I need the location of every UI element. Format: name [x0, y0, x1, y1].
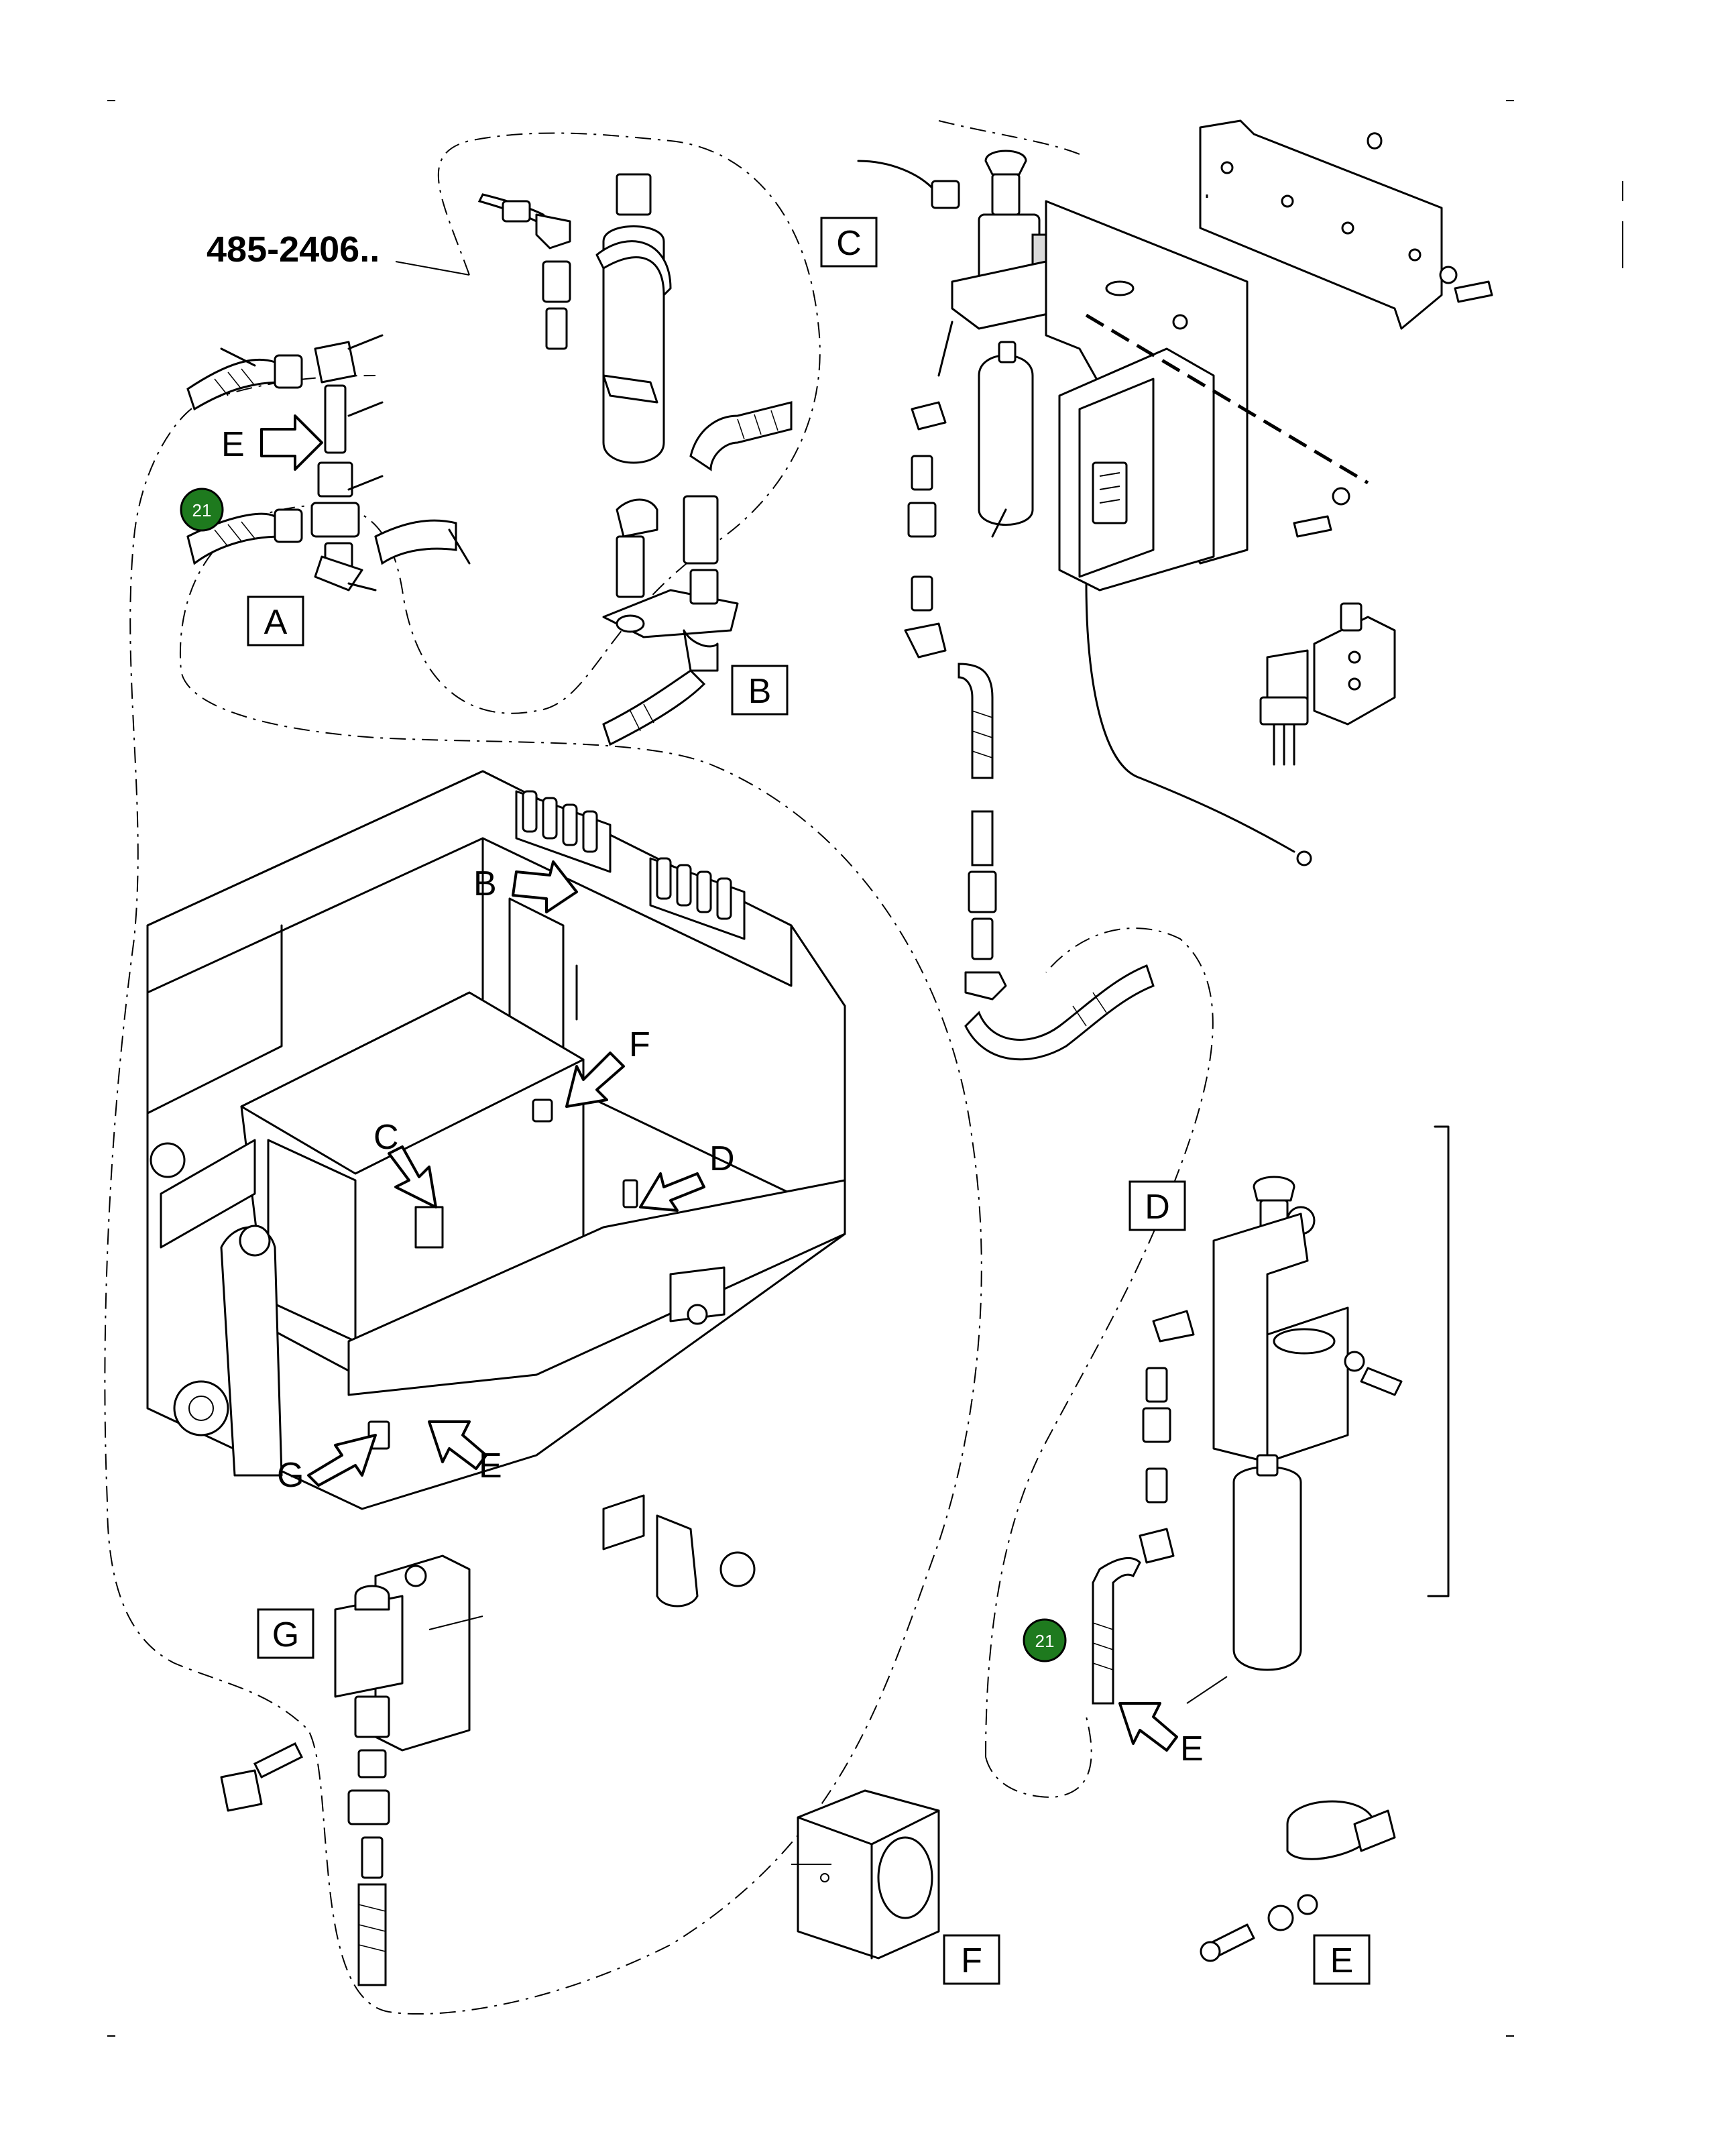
label-box-b: B [731, 665, 789, 716]
callout-badge-21-d: 21 [1023, 1618, 1067, 1662]
label-box-d: D [1129, 1180, 1186, 1231]
arrow-label-g: G [277, 1456, 304, 1495]
arrow-label-f: F [629, 1025, 650, 1064]
arrow-label-e2: E [479, 1447, 502, 1485]
detail-e-clamp [1200, 1800, 1396, 1962]
arrow-e-detail-a [260, 414, 323, 471]
label-b: B [748, 672, 772, 711]
label-c: C [836, 224, 862, 263]
clamp-parts [602, 1494, 756, 1607]
arrow-label-b: B [473, 864, 497, 903]
arrow-b-machine [512, 860, 578, 913]
arrow-c-machine [388, 1145, 437, 1208]
label-f: F [961, 1941, 982, 1980]
callout-badge-21-a: 21 [180, 488, 224, 532]
detail-d-accumulator-bracket [1092, 1125, 1450, 1705]
hatched-hose [1092, 1622, 1114, 1671]
label-box-e: E [1313, 1934, 1371, 1985]
label-a: A [264, 603, 288, 642]
hatched-hose [358, 1904, 386, 1952]
arrow-f-machine [565, 1052, 625, 1108]
valve-cartridges [522, 790, 732, 920]
registration-marks [107, 100, 1623, 2037]
hatched-hose [972, 710, 1107, 1027]
detail-g-valve-block [220, 1554, 471, 1986]
arrow-label-e: E [221, 425, 245, 464]
arrow-d-machine [639, 1172, 705, 1212]
label-box-a: A [247, 596, 304, 646]
arrow-label-e3: E [1180, 1730, 1204, 1768]
label-box-c: C [820, 217, 878, 268]
arrow-e-detail-d [1118, 1702, 1178, 1752]
arrow-g-machine [307, 1434, 377, 1487]
arrow-e-machine [428, 1420, 487, 1470]
callout-number: 21 [192, 500, 212, 520]
arrow-label-d: D [709, 1139, 735, 1178]
label-d: D [1145, 1188, 1170, 1227]
part-code: 485-2406.. [207, 229, 380, 270]
label-box-f: F [943, 1934, 1000, 1985]
label-e: E [1330, 1941, 1354, 1980]
callout-number: 21 [1035, 1631, 1055, 1651]
hatched-hose [214, 368, 255, 547]
hatched-hose [630, 410, 778, 732]
detail-b-accumulator [477, 173, 793, 746]
label-g: G [272, 1616, 299, 1654]
detail-a-hose-assembly [186, 334, 471, 591]
label-box-g: G [257, 1608, 314, 1659]
arrow-label-c: C [373, 1118, 399, 1157]
detail-c-control-box [857, 119, 1493, 1061]
leader-lines [395, 261, 1228, 1865]
detail-f-block [797, 1789, 940, 1960]
